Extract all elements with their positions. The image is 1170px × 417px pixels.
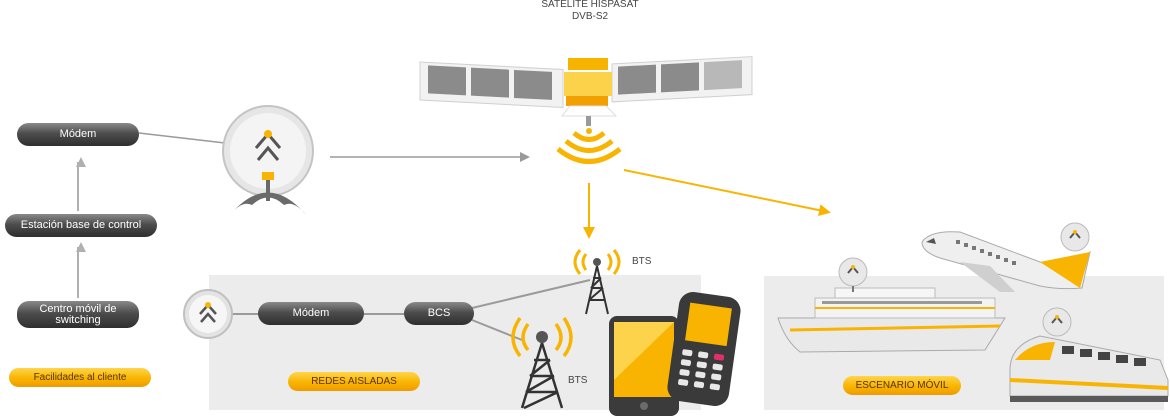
bts-top-label: BTS [632,256,652,267]
switching-center-box: Centro móvil de switching [17,301,139,328]
line-modem-to-dish [138,132,226,144]
base-station-box: Estación base de control [5,214,157,237]
satellite-title: SATÉLITE HISPASAT [541,0,639,10]
line-bcs-to-bts-top [471,279,591,309]
client-facilities-button[interactable]: Facilidades al cliente [9,368,151,387]
arrow-satellite-to-mobile [623,169,831,217]
bcs-box: BCS [404,302,474,325]
satellite-subtitle: DVB-S2 [571,11,609,22]
modem-box: Módem [17,123,139,146]
mobile-scenario-label[interactable]: ESCENARIO MÓVIL [843,376,961,395]
isolated-modem-box: Módem [258,302,364,325]
isolated-networks-label[interactable]: REDES AISLADAS [288,372,420,391]
bts-bottom-label: BTS [568,375,588,386]
